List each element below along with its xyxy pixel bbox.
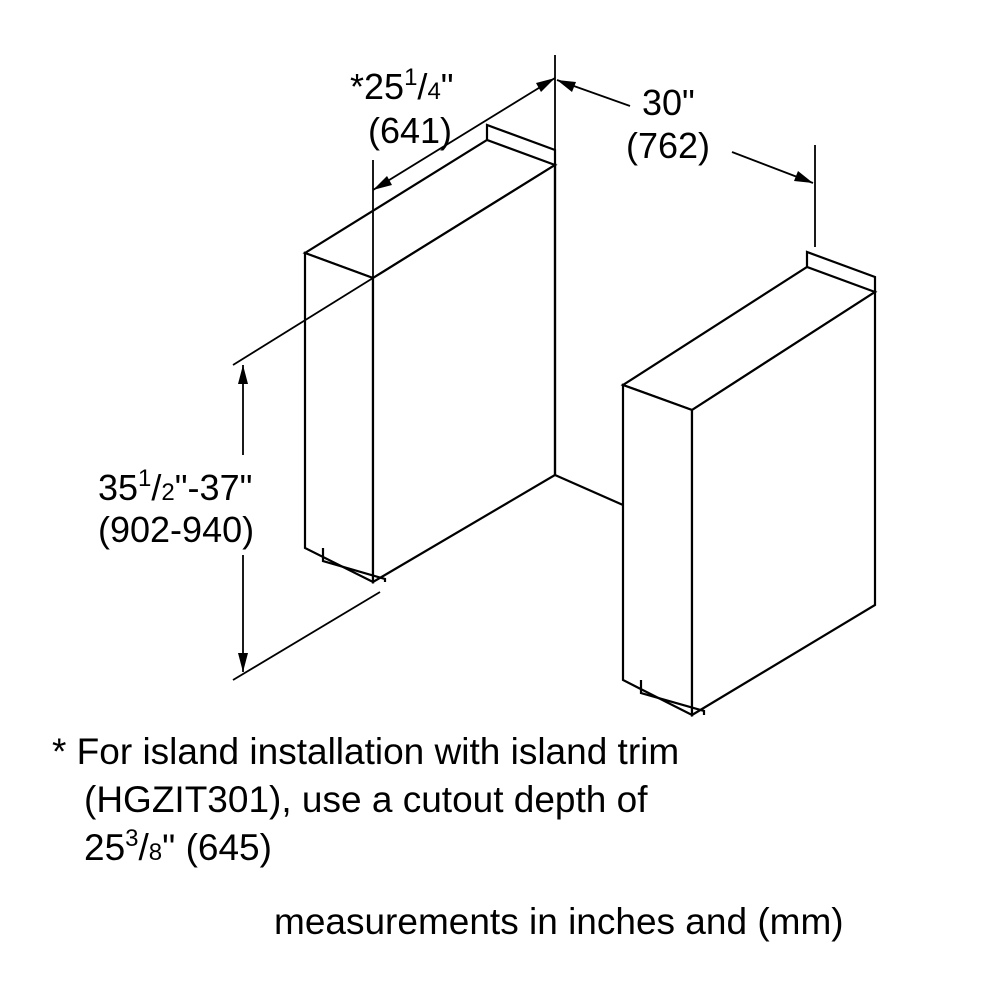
footnote-cutout-depth-numerator: 3 <box>125 825 139 852</box>
depth-arrowhead-left <box>373 176 392 190</box>
footnote-cutout-depth-whole: 25 <box>84 827 126 868</box>
width-label-metric: (762) <box>626 125 710 166</box>
height-dimension: 351/2"-37" (902-940) <box>98 277 381 681</box>
width-label-imperial: 30" <box>642 82 695 123</box>
footnote-cutout-depth-denominator: 8 <box>148 839 163 866</box>
depth-label-imperial: *251/4" <box>350 64 454 107</box>
height-arrowhead-bottom <box>238 653 248 672</box>
width-dimension: 30" (762) <box>556 79 816 247</box>
footnote-line-3: 253/8" (645) <box>84 825 272 869</box>
footnote-line-1: * For island installation with island tr… <box>52 731 680 772</box>
footnote-line-2: (HGZIT301), use a cutout depth of <box>84 779 648 820</box>
left-countertop-edge <box>485 123 557 165</box>
right-cabinet <box>620 250 878 717</box>
depth-dimension: *251/4" (641) <box>350 55 556 278</box>
depth-dimension-line <box>372 77 556 191</box>
depth-label-metric: (641) <box>368 110 452 151</box>
width-arrowhead-right <box>794 171 813 183</box>
right-countertop-edge <box>805 250 877 292</box>
depth-arrowhead-right <box>536 78 555 92</box>
height-extension-line-top <box>232 277 374 366</box>
height-label-metric: (902-940) <box>98 509 254 550</box>
width-arrowhead-left <box>557 80 576 92</box>
left-cabinet-side <box>303 251 375 584</box>
left-cabinet <box>302 123 558 584</box>
right-cabinet-front <box>690 289 877 717</box>
height-extension-line-bottom <box>232 591 381 681</box>
back-wall-corner <box>553 165 624 507</box>
height-arrowhead-top <box>238 365 248 384</box>
right-cabinet-toe-kick <box>639 680 706 715</box>
units-note: measurements in inches and (mm) <box>274 901 844 942</box>
right-cabinet-side <box>621 383 694 717</box>
left-cabinet-toe-kick <box>321 548 387 582</box>
footnote-cutout-depth-rest: " (645) <box>162 827 272 868</box>
height-label-imperial: 351/2"-37" <box>98 465 252 508</box>
